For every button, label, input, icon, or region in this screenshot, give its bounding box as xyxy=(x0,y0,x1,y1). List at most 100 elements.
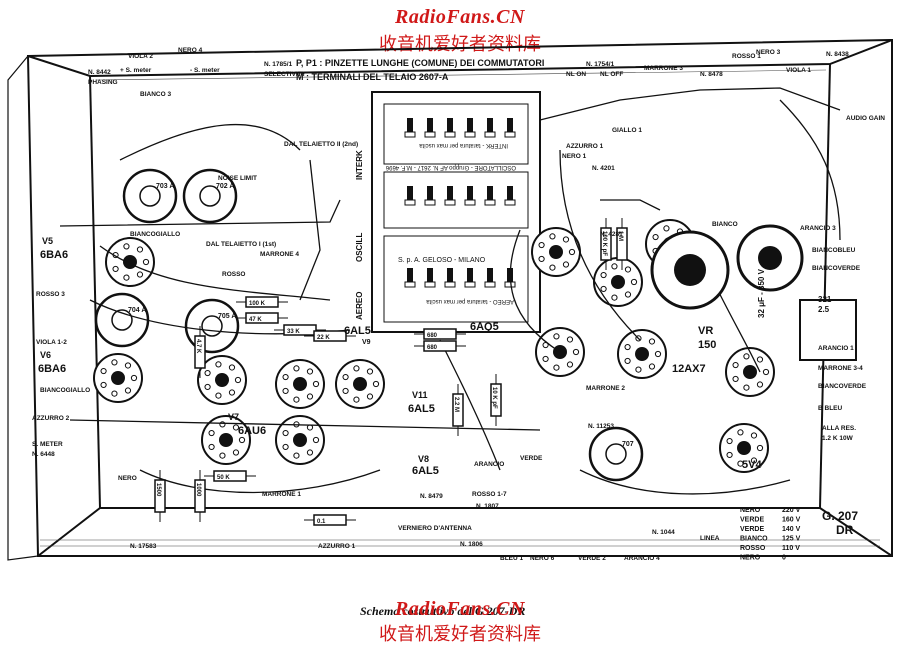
resistor: 100 K pF xyxy=(600,218,612,270)
label-phasing: PHASING xyxy=(88,79,118,86)
watermark-site-bottom: RadioFans.CN xyxy=(395,598,525,620)
tube-socket xyxy=(335,359,385,409)
tube-socket xyxy=(105,237,155,287)
wire xyxy=(299,159,321,301)
label-selectivity: SELECTIVITY xyxy=(264,71,307,78)
tube-vr-id: VR xyxy=(698,325,713,337)
resistor-value: 4.7 K xyxy=(195,339,201,354)
label-n1807: N. 1807 xyxy=(476,503,499,510)
label-n8478: N. 8478 xyxy=(700,71,723,78)
wire xyxy=(509,229,561,353)
label-verde: VERDE xyxy=(520,455,543,462)
resistor: 4.7 K xyxy=(194,326,206,378)
label-n11253: N. 11253 xyxy=(588,423,614,430)
label-viola12: VIOLA 1-2 xyxy=(36,339,67,346)
label-verniero: VERNIERO D'ANTENNA xyxy=(398,525,472,532)
tube-6aq5-type: 6AQ5 xyxy=(470,321,499,333)
tube-v6-type: 6BA6 xyxy=(38,363,66,375)
label-biancoverde-r: BIANCOVERDE xyxy=(818,383,867,390)
tube-12ax7-type: 12AX7 xyxy=(672,363,706,375)
label-n1044: N. 1044 xyxy=(652,529,675,536)
wire xyxy=(779,99,841,241)
tube-socket xyxy=(531,227,581,277)
label-nero3: NERO 3 xyxy=(756,49,781,56)
tube-socket xyxy=(725,347,775,397)
label-verde2: VERDE 2 xyxy=(578,555,606,562)
resistor: 680 xyxy=(414,340,466,352)
voltage-wire: NERO xyxy=(740,507,761,514)
voltage-wire: ROSSO xyxy=(740,545,766,552)
coil-label: 707 xyxy=(622,441,634,448)
label-rosso1: ROSSO 1 xyxy=(732,53,761,60)
resistor-value: 0.1 xyxy=(317,519,326,525)
legend-line-2: M : TERMINALI DEL TELAIO 2607-A xyxy=(296,72,449,82)
tube-socket xyxy=(93,353,143,403)
label-bianco: BIANCO xyxy=(712,221,738,228)
label-azzurro2: AZZURRO 2 xyxy=(32,415,70,422)
trimmer xyxy=(464,186,476,206)
tube-socket xyxy=(201,415,251,465)
trimmer xyxy=(444,186,456,206)
trimmer xyxy=(404,118,416,138)
panel-aereo-text: AEREO - taratura per max uscita xyxy=(426,298,514,304)
resistor: 22 K xyxy=(304,330,356,342)
resistor: 50 K xyxy=(204,470,256,482)
coil-label: 702 A xyxy=(216,183,234,190)
resistor: 33 K xyxy=(274,324,326,336)
resistor-value: 100 K xyxy=(249,301,266,307)
wire xyxy=(539,87,841,121)
trimmer xyxy=(484,268,496,288)
label-giallo1: GIALLO 1 xyxy=(612,127,642,134)
trimmer xyxy=(504,118,516,138)
model-number: G. 207 xyxy=(822,509,858,523)
label-marrone2: MARRONE 2 xyxy=(586,385,625,392)
label-azzurro1: AZZURRO 1 xyxy=(318,543,356,550)
trimmer xyxy=(404,186,416,206)
resistor-value: 100 K pF xyxy=(601,231,607,256)
label-biancobleu: BIANCOBLEU xyxy=(812,247,856,254)
label-n8442: N. 8442 xyxy=(88,69,111,76)
wire xyxy=(139,469,381,494)
watermark-chinese-bottom: 收音机爱好者资料库 xyxy=(379,624,541,645)
wire xyxy=(99,245,331,301)
resistor-value: 22 K xyxy=(317,335,330,341)
label-interk: INTERK xyxy=(355,150,364,180)
tube-v5-id: V5 xyxy=(42,236,53,246)
trimmer xyxy=(464,268,476,288)
label-biancogiallo-2: BIANCOGIALLO xyxy=(40,387,90,394)
tube-v8-id: V8 xyxy=(418,454,429,464)
resistor: 47 K xyxy=(236,312,288,324)
panel-gelloso-text: S. p. A. GELOSO - MILANO xyxy=(398,257,486,264)
tube-v9-id: V9 xyxy=(362,339,371,346)
label-linea: LINEA xyxy=(700,535,720,542)
watermark-site-top: RadioFans.CN xyxy=(395,6,525,28)
tube-v5-type: 6BA6 xyxy=(40,249,68,261)
wire xyxy=(119,123,301,161)
trimmer xyxy=(504,186,516,206)
chassis-frame xyxy=(7,38,893,561)
voltage-value: 125 V xyxy=(782,536,801,543)
tube-v7-type: 6AU6 xyxy=(238,425,266,437)
label-viola1: VIOLA 1 xyxy=(786,67,811,74)
resistor-value: 2.2 M xyxy=(453,397,459,412)
voltage-value: 0 xyxy=(782,555,786,562)
label-ind-val: 321 xyxy=(818,295,832,304)
label-smeter: S. METER xyxy=(32,441,63,448)
label-b-bleu: B BLEU xyxy=(818,405,843,412)
label-n4201: N. 4201 xyxy=(592,165,615,172)
tube-vr-type: 150 xyxy=(698,339,716,351)
label-res-value: 1.2 K 10W xyxy=(822,435,854,442)
tube-socket xyxy=(593,257,643,307)
label-arancio: ARANCIO xyxy=(474,461,504,468)
power-transformer xyxy=(799,299,857,361)
resistor: 10 K pF xyxy=(490,374,502,426)
coil-label: 705 A xyxy=(218,313,236,320)
coil-can: 703 A xyxy=(122,168,178,224)
tube-v7-id: V7 xyxy=(228,412,239,422)
label-smeter-minus: - S. meter xyxy=(190,67,220,74)
label-n17583: N. 17583 xyxy=(130,543,157,550)
voltage-value: 220 V xyxy=(782,507,801,514)
label-n17541: N. 1754/1 xyxy=(586,61,615,68)
voltage-value: 140 V xyxy=(782,526,801,533)
